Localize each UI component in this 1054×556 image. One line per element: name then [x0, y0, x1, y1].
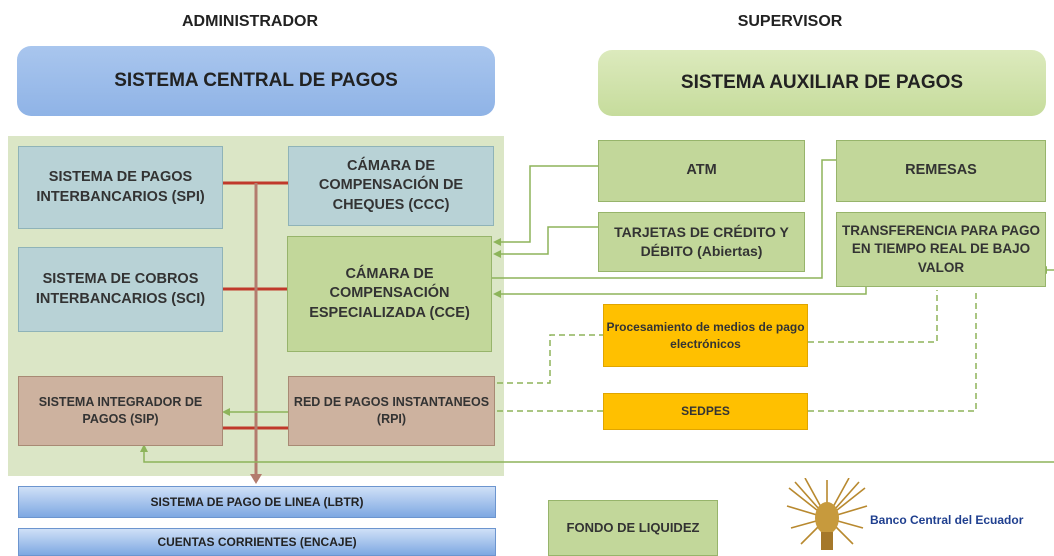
condor-emblem-icon — [786, 478, 868, 550]
box-sci: SISTEMA DE COBROS INTERBANCARIOS (SCI) — [18, 247, 223, 332]
banner-sistema-auxiliar: SISTEMA AUXILIAR DE PAGOS — [598, 50, 1046, 116]
box-cce: CÁMARA DE COMPENSACIÓN ESPECIALIZADA (CC… — [287, 236, 492, 352]
bar-lbtr: SISTEMA DE PAGO DE LINEA (LBTR) — [18, 486, 496, 518]
box-ccc: CÁMARA DE COMPENSACIÓN DE CHEQUES (CCC) — [288, 146, 494, 226]
box-procesamiento: Procesamiento de medios de pago electrón… — [603, 304, 808, 367]
header-administrador: ADMINISTRADOR — [182, 13, 318, 30]
bar-cuentas: CUENTAS CORRIENTES (ENCAJE) — [18, 528, 496, 556]
box-transferencia: TRANSFERENCIA PARA PAGO EN TIEMPO REAL D… — [836, 212, 1046, 287]
box-sedpes: SEDPES — [603, 393, 808, 430]
banner-sistema-central: SISTEMA CENTRAL DE PAGOS — [17, 46, 495, 116]
box-sip: SISTEMA INTEGRADOR DE PAGOS (SIP) — [18, 376, 223, 446]
header-supervisor: SUPERVISOR — [737, 13, 843, 30]
box-atm: ATM — [598, 140, 805, 202]
logo-text: Banco Central del Ecuador — [870, 513, 1024, 527]
box-tarjetas: TARJETAS DE CRÉDITO Y DÉBITO (Abiertas) — [598, 212, 805, 272]
box-spi: SISTEMA DE PAGOS INTERBANCARIOS (SPI) — [18, 146, 223, 229]
box-fondo-liquidez: FONDO DE LIQUIDEZ — [548, 500, 718, 556]
box-remesas: REMESAS — [836, 140, 1046, 202]
box-rpi: RED DE PAGOS INSTANTANEOS (RPI) — [288, 376, 495, 446]
